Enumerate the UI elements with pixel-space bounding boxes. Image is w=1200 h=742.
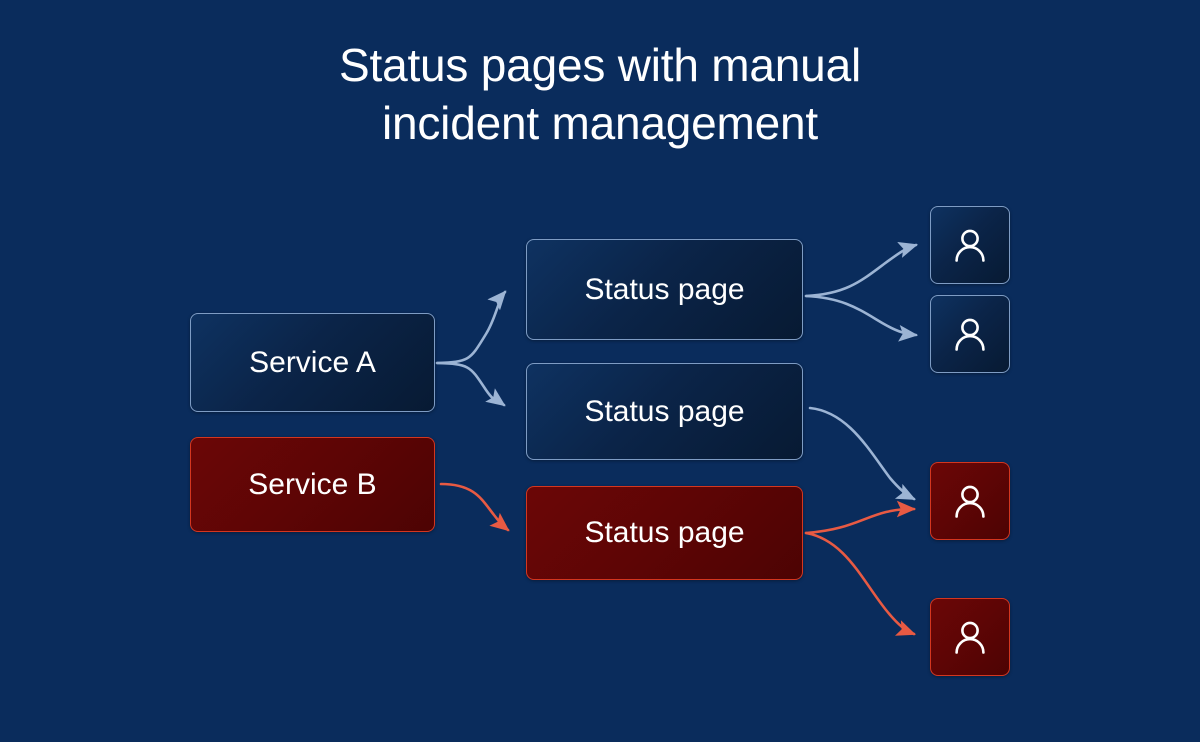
edge-status-page-2-to-user-3 (808, 406, 916, 501)
node-status-page-3[interactable]: Status page (526, 486, 803, 580)
node-status-page-2-label: Status page (584, 394, 745, 428)
node-user-3[interactable] (930, 462, 1010, 540)
node-service-a-label: Service A (249, 345, 376, 379)
node-user-2[interactable] (930, 295, 1010, 373)
edge-service-b-to-status-page-3 (439, 482, 510, 532)
edge-status-page-3-to-user-4 (804, 531, 916, 636)
person-icon (955, 485, 985, 518)
edge-status-page-1-to-user-1 (804, 241, 918, 298)
page-title-line-2: incident management (381, 97, 819, 149)
person-icon (955, 229, 985, 262)
node-status-page-1-label: Status page (584, 272, 745, 306)
node-user-1[interactable] (930, 206, 1010, 284)
node-status-page-1[interactable]: Status page (526, 239, 803, 340)
person-icon (955, 318, 985, 351)
edge-service-a-to-status-page-1 (435, 290, 507, 365)
node-service-a[interactable]: Service A (190, 313, 435, 412)
node-user-4[interactable] (930, 598, 1010, 676)
edge-status-page-3-to-user-3 (804, 500, 917, 535)
person-icon (955, 621, 985, 654)
node-status-page-3-label: Status page (584, 516, 745, 549)
page-title-line-1: Status pages with manual (339, 39, 861, 91)
edge-service-a-to-status-page-2 (435, 361, 506, 407)
node-service-b-label: Service B (248, 467, 377, 501)
node-status-page-2[interactable]: Status page (526, 363, 803, 460)
node-service-b[interactable]: Service B (190, 437, 435, 532)
edge-status-page-1-to-user-2 (804, 294, 919, 342)
page-title: Status pages with manual incident manage… (0, 36, 1200, 152)
